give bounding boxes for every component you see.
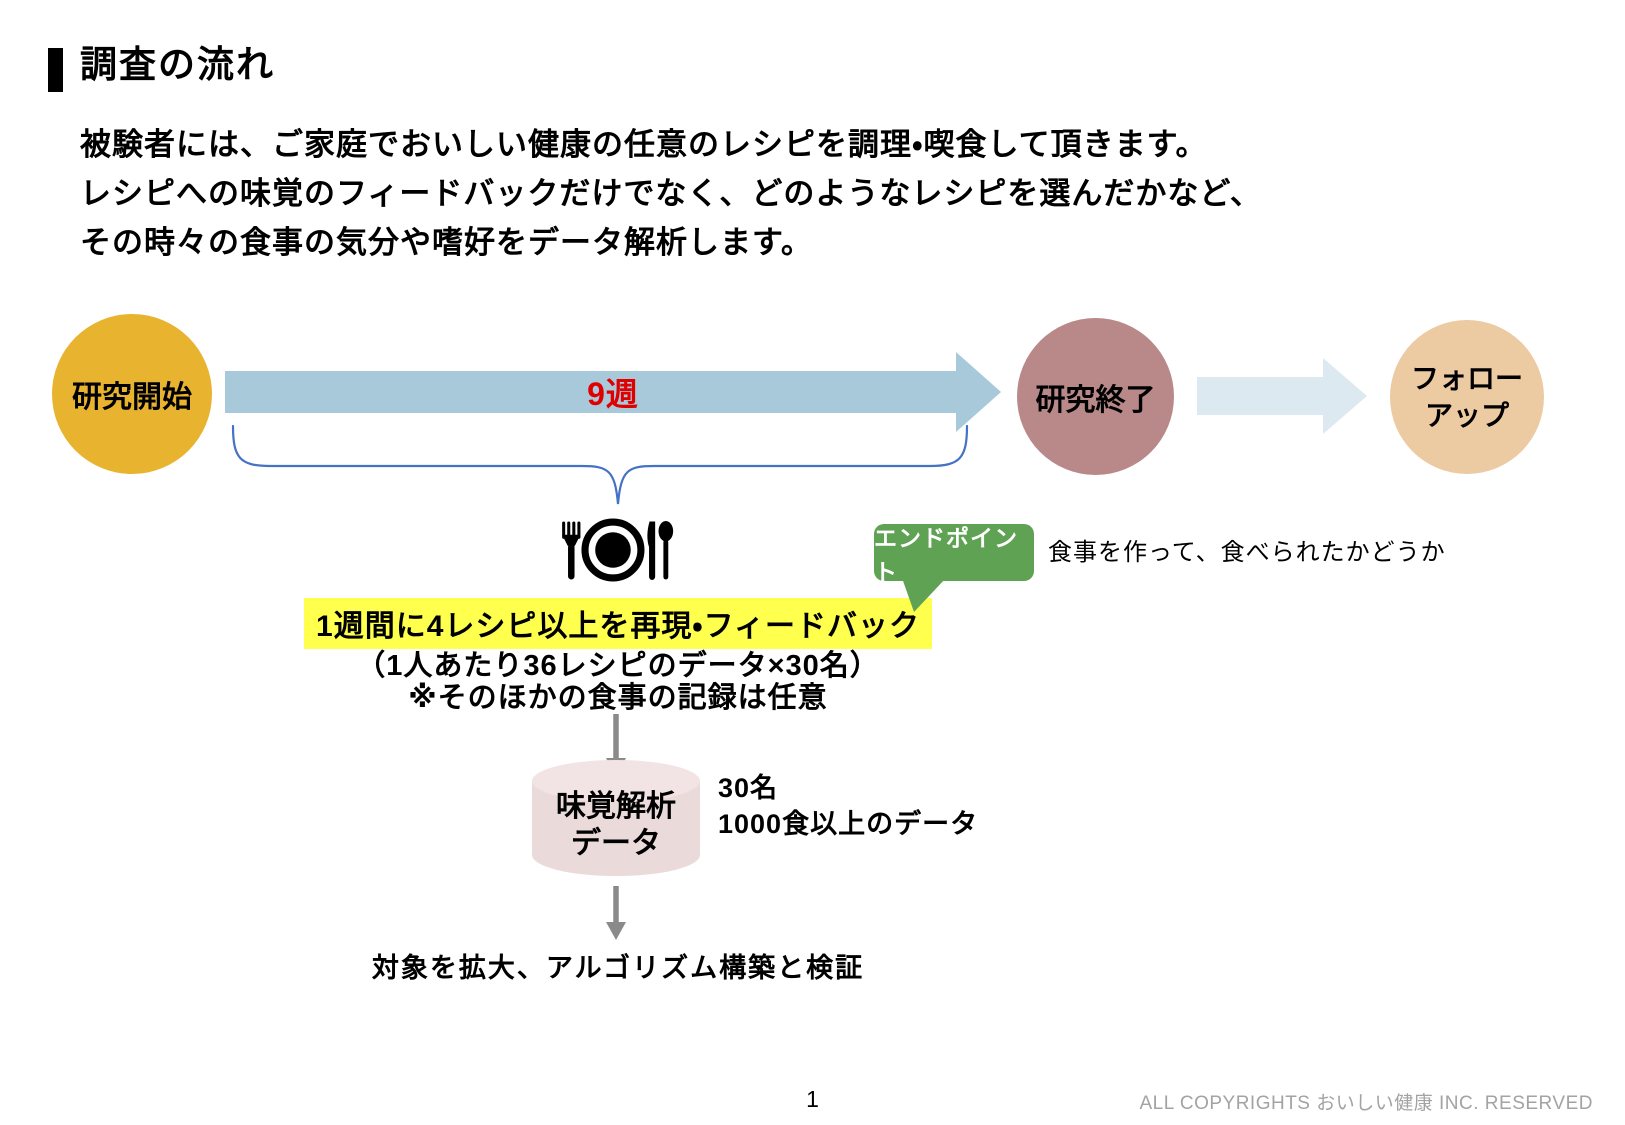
database-cylinder: 味覚解析 データ: [532, 760, 700, 876]
flow-end-label: 研究終了: [1035, 383, 1156, 417]
down-arrow-head: [606, 922, 626, 940]
duration-brace-path: [231, 424, 969, 505]
endpoint-note: 食事を作って、食べられたかどうか: [1048, 539, 1446, 566]
duration-brace: [231, 424, 969, 505]
followup-arrow: [1197, 358, 1367, 434]
intro-line-2: レシピへの味覚のフィードバックだけでなく、どのようなレシピを選んだかなど、: [80, 176, 1262, 211]
knife: [647, 521, 656, 580]
meal-plate-icon: [562, 518, 674, 582]
database-label-line2: データ: [571, 827, 661, 860]
requirement-row: 1週間に4レシピ以上を再現・フィードバック: [216, 598, 1020, 649]
fork-tine: [577, 521, 581, 539]
intro-paragraph: 被験者には、ご家庭でおいしい健康の任意のレシピを調理・喫食して頂きます。 レシピ…: [80, 120, 1262, 267]
fork-tine: [572, 521, 576, 539]
plate-rim: [581, 518, 645, 582]
database-side-note-line1: 30名: [718, 773, 779, 803]
duration-arrow: [225, 352, 1001, 432]
spoon-bowl: [658, 521, 674, 542]
requirement-highlight: 1週間に4レシピ以上を再現・フィードバック: [304, 598, 932, 649]
requirement-sub-line-1: （1人あたり36レシピのデータ×30名）: [356, 650, 880, 682]
database-side-note: 30名 1000食以上のデータ: [718, 770, 978, 842]
page-number: 1: [806, 1086, 819, 1112]
fork-neck: [562, 534, 581, 546]
database-side-note-line2: 1000食以上のデータ: [718, 809, 979, 839]
requirement-sub-line-2: ※そのほかの食事の記録は任意: [408, 682, 828, 714]
endpoint-badge: エンドポイント: [874, 524, 1034, 585]
flow-start-label: 研究開始: [72, 381, 192, 414]
database-label: 味覚解析 データ: [532, 760, 700, 876]
flow-followup-label: フォロー アップ: [1411, 360, 1523, 434]
database-cylinder-top: [532, 760, 700, 802]
flow-end-circle: 研究終了: [1017, 318, 1174, 475]
endpoint-badge-tail: [902, 578, 946, 612]
flow-followup-circle: フォロー アップ: [1390, 320, 1544, 474]
endpoint-badge-label: エンドポイント: [874, 524, 1018, 585]
followup-arrow-shape: [1197, 358, 1367, 434]
down-arrow-to-outcome: [606, 886, 626, 940]
duration-label: 9週: [587, 376, 639, 412]
endpoint-badge-tail-shape: [902, 578, 946, 612]
fork-tine: [567, 521, 571, 539]
intro-line-3: その時々の食事の気分や嗜好をデータ解析します。: [80, 225, 813, 260]
fork-handle: [568, 543, 575, 580]
followup-label-line2: アップ: [1424, 400, 1509, 431]
plate-center: [595, 532, 631, 568]
database-label-line1: 味覚解析: [556, 790, 676, 823]
copyright-notice: ALL COPYRIGHTS おいしい健康 INC. RESERVED: [1139, 1093, 1593, 1114]
spoon-handle: [663, 539, 669, 580]
page-title: 調査の流れ: [80, 44, 275, 85]
fork-tine: [562, 521, 566, 539]
duration-arrow-shape: [225, 352, 1001, 432]
intro-line-1: 被験者には、ご家庭でおいしい健康の任意のレシピを調理・喫食して頂きます。: [80, 127, 1208, 162]
followup-label-line1: フォロー: [1410, 363, 1523, 394]
flow-start-circle: 研究開始: [52, 314, 212, 474]
outcome-label: 対象を拡大、アルゴリズム構築と検証: [371, 953, 865, 983]
title-accent-bar: [48, 48, 63, 92]
